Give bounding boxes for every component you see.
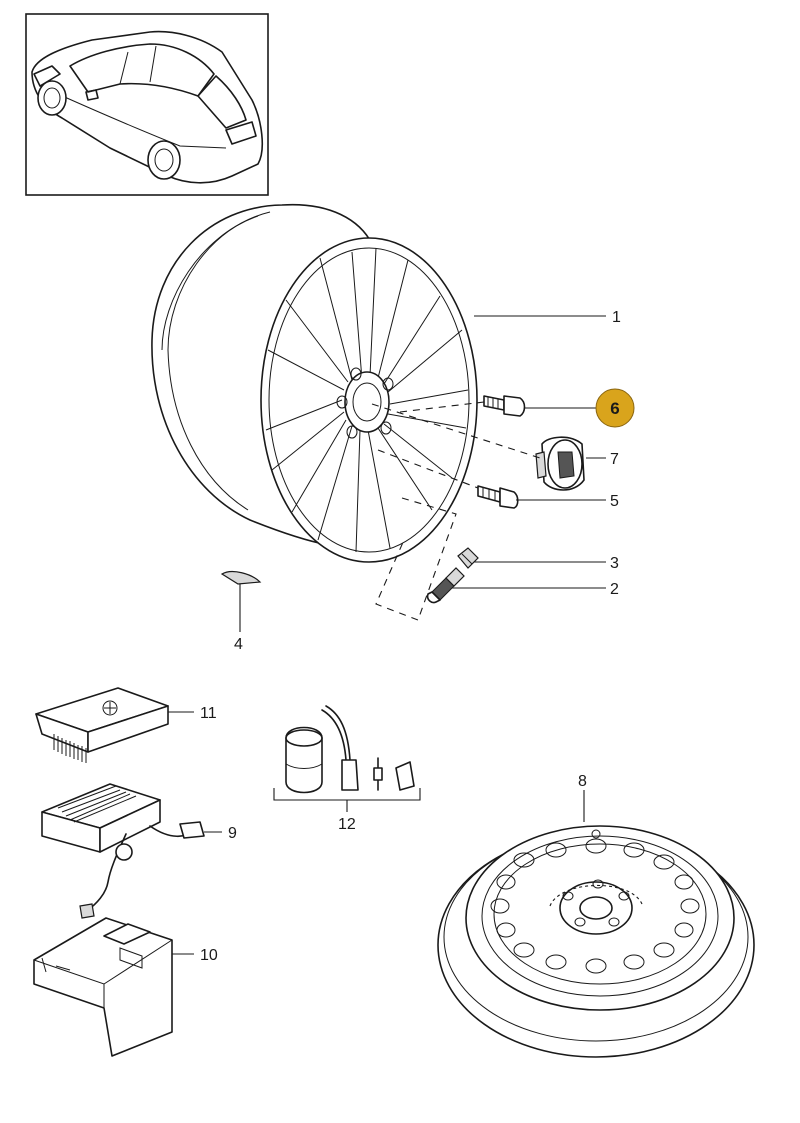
leader-lines [168,315,606,955]
part-8-spare-wheel [437,825,755,1058]
callout-8[interactable]: 8 [578,773,587,790]
callout-6-highlight[interactable]: 6 [595,388,635,428]
part-12-repair-kit [273,705,421,812]
callout-2[interactable]: 2 [610,581,619,598]
part-10-bracket [33,917,173,1057]
part-7-center-cap [535,436,585,491]
callout-12[interactable]: 12 [338,816,356,833]
highlight-badge [595,388,635,428]
callout-1[interactable]: 1 [612,309,621,326]
part-3-valve-cap [457,547,479,569]
callout-6[interactable]: 6 [610,399,619,418]
part-9-electronics-module [41,783,205,919]
callout-7[interactable]: 7 [610,451,619,468]
callout-11[interactable]: 11 [200,705,217,722]
part-5-bolt [477,485,519,509]
part-4-balance-weight [220,570,262,585]
callout-labels: 1 7 5 3 2 4 11 9 10 12 8 [200,309,621,964]
part-11-control-unit [35,687,169,763]
callout-9[interactable]: 9 [228,825,237,842]
callout-5[interactable]: 5 [610,493,619,510]
part-6-wheel-bolt [483,395,526,417]
part-2-valve [426,567,465,604]
callout-10[interactable]: 10 [200,947,218,964]
assembly-lines [371,401,541,621]
part-1-wheel [151,203,478,563]
callout-4[interactable]: 4 [234,636,243,653]
callout-3[interactable]: 3 [610,555,619,572]
vehicle-thumbnail [25,13,269,196]
car-illustration [31,30,264,184]
